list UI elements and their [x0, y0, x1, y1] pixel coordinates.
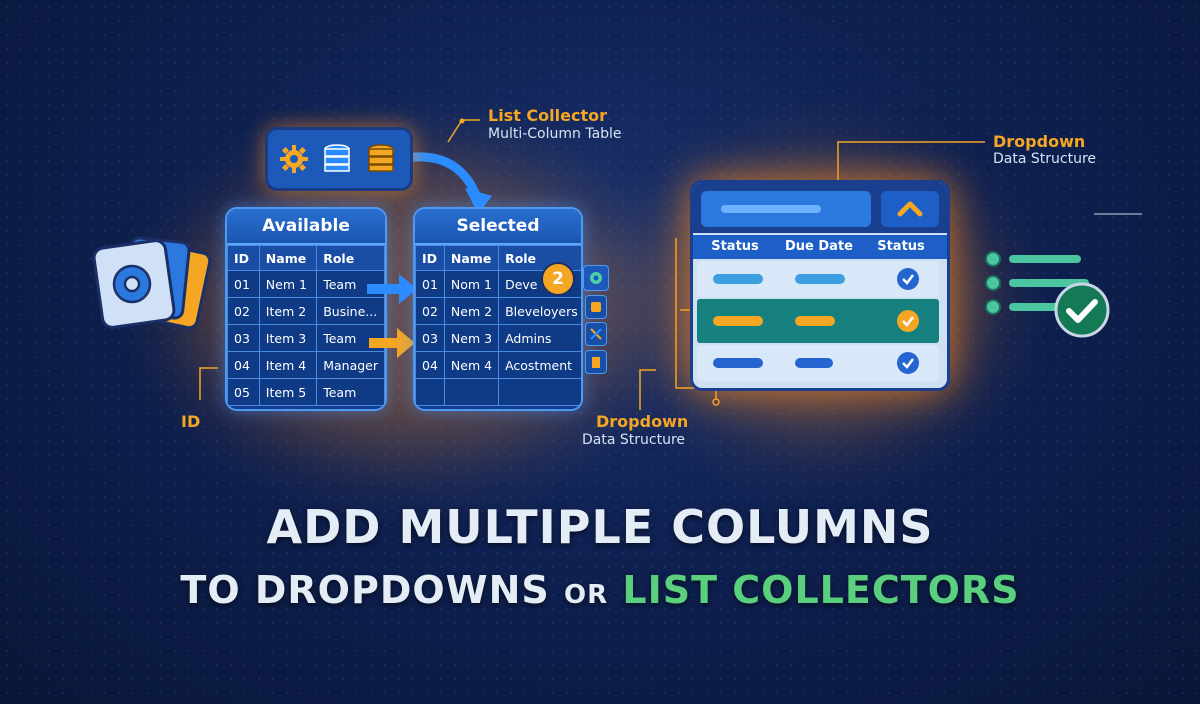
column-header: Name — [443, 245, 500, 271]
table-cell: 03 — [415, 324, 445, 352]
annotation-dropdown-bottom-sub: Data Structure — [582, 432, 686, 448]
dropdown-header — [693, 183, 947, 233]
list-bullet — [985, 251, 1001, 267]
column-header: Status — [711, 239, 759, 254]
table-header-row: ID Name Role — [227, 245, 385, 271]
table-cell: 02 — [227, 297, 260, 325]
gear-icon[interactable] — [583, 265, 609, 291]
table-cell: 05 — [227, 378, 260, 406]
headline-line-1: ADD MULTIPLE COLUMNS — [266, 500, 934, 554]
annotation-dropdown-top-sub: Data Structure — [993, 151, 1097, 167]
table-cell: Busine... — [316, 297, 385, 325]
headline-part-dropdowns: TO DROPDOWNS — [180, 568, 550, 612]
list-bullet — [985, 275, 1001, 291]
annotation-list-collector-sub: Multi-Column Table — [488, 126, 622, 142]
list-bullet — [985, 299, 1001, 315]
tools-icon[interactable] — [585, 322, 607, 346]
list-line — [1009, 255, 1081, 263]
table-row-empty — [415, 378, 581, 406]
check-icon — [897, 268, 919, 290]
arrow-icon — [369, 328, 415, 358]
table-cell: 04 — [227, 351, 260, 379]
check-icon — [897, 352, 919, 374]
table-cell: Nem 1 — [258, 270, 318, 298]
placeholder-bar — [795, 316, 835, 326]
list-line — [1009, 279, 1089, 287]
list-line — [1009, 303, 1061, 311]
placeholder-bar — [713, 358, 763, 368]
table-cell: 01 — [415, 270, 445, 298]
table-cell: Nom 1 — [443, 270, 500, 298]
column-header: Due Date — [785, 239, 853, 254]
annotation-id: ID — [181, 412, 201, 431]
column-header: ID — [415, 245, 445, 271]
database-icon — [368, 144, 394, 172]
headline-part-or: OR — [564, 580, 609, 610]
database-icon[interactable] — [585, 295, 607, 319]
placeholder-bar — [795, 358, 833, 368]
dropdown-widget[interactable]: Status Due Date Status — [690, 180, 950, 391]
dropdown-input-placeholder — [721, 205, 821, 213]
table-cell: Acostment — [498, 351, 581, 379]
table-cell: 02 — [415, 297, 445, 325]
table-cell: Nem 2 — [443, 297, 500, 325]
placeholder-bar — [713, 316, 763, 326]
headline-part-list-collectors: LIST COLLECTORS — [622, 568, 1020, 612]
arrow-icon — [367, 274, 417, 304]
dropdown-column-header: Status Due Date Status — [693, 235, 947, 259]
table-cell: Bleveloyers — [498, 297, 581, 325]
table-cell: Manager — [316, 351, 385, 379]
dropdown-option-row[interactable] — [697, 345, 939, 381]
table-cell: Item 4 — [258, 351, 318, 379]
table-cell: Item 2 — [258, 297, 318, 325]
settings-cards-icon — [92, 236, 212, 330]
dropdown-option-row-selected[interactable] — [697, 299, 939, 343]
database-icon — [324, 144, 350, 172]
dropdown-option-row[interactable] — [697, 261, 939, 297]
tool-icons-box — [265, 127, 413, 191]
table-cell: Nem 3 — [443, 324, 500, 352]
table-cell: Item 3 — [258, 324, 318, 352]
dropdown-input[interactable] — [701, 191, 871, 227]
table-cell: Admins — [498, 324, 581, 352]
dropdown-toggle-button[interactable] — [881, 191, 939, 227]
column-header: ID — [227, 245, 260, 271]
table-cell: 03 — [227, 324, 260, 352]
check-icon — [1054, 282, 1110, 338]
chevron-up-icon — [897, 201, 923, 217]
gear-icon — [280, 145, 308, 173]
transfer-arrows — [367, 274, 417, 358]
column-header: Name — [258, 245, 318, 271]
column-header: Status — [877, 239, 925, 254]
annotation-dropdown-top: Dropdown — [993, 132, 1086, 151]
table-cell: Team — [316, 378, 385, 406]
step-badge: 2 — [541, 262, 575, 296]
available-title: Available — [227, 209, 385, 245]
annotation-list-collector: List Collector — [488, 106, 607, 125]
check-icon — [897, 310, 919, 332]
table-cell: 04 — [415, 351, 445, 379]
table-cell: Nem 4 — [443, 351, 500, 379]
column-header: Role — [316, 245, 385, 271]
placeholder-bar — [795, 274, 845, 284]
annotation-dropdown-bottom: Dropdown — [596, 412, 689, 431]
headline-line-2: TO DROPDOWNS OR LIST COLLECTORS — [0, 568, 1200, 612]
table-cell: 01 — [227, 270, 260, 298]
placeholder-bar — [713, 274, 763, 284]
trash-icon[interactable] — [585, 350, 607, 374]
selected-title: Selected — [415, 209, 581, 245]
table-cell: Item 5 — [258, 378, 318, 406]
